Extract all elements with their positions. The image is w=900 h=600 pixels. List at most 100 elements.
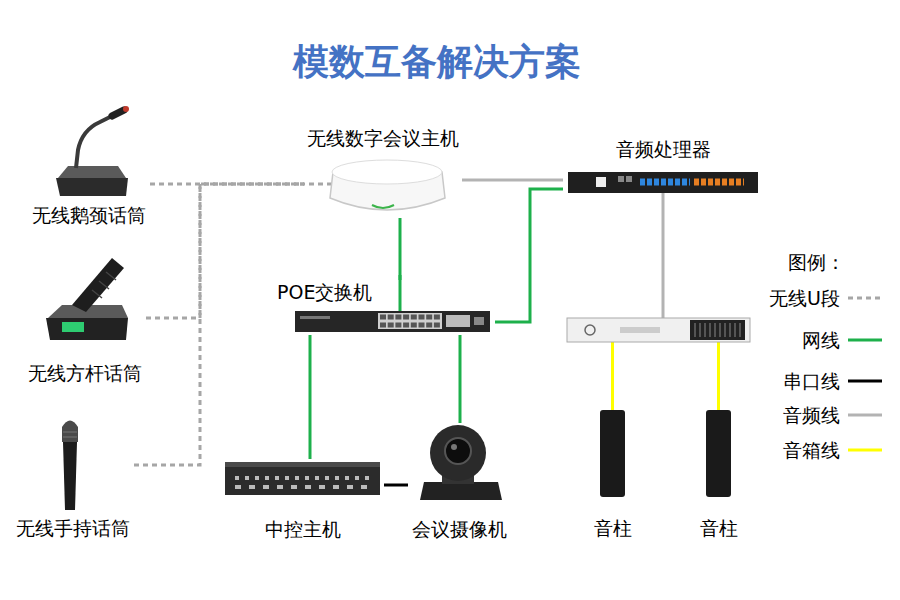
legend-text: 串口线 — [783, 369, 840, 393]
poe-switch-icon-part — [474, 317, 484, 325]
audio-processor-icon-part — [596, 177, 606, 187]
conference-host-icon-part — [332, 160, 442, 184]
legend-line-sample — [848, 449, 882, 452]
column-speaker-icon — [600, 410, 731, 497]
handheld-mic-icon-part — [63, 432, 77, 433]
camera-icon — [420, 425, 502, 500]
control-host-icon-part — [235, 476, 370, 480]
camera-icon-part — [430, 425, 486, 481]
poe-switch-icon — [295, 311, 490, 332]
camera-icon-part — [451, 444, 457, 450]
device-node: 无线手持话筒 — [12, 410, 134, 540]
camera-icon-part — [420, 482, 502, 500]
connector-line — [399, 218, 402, 280]
poe-switch-icon-part — [380, 315, 440, 320]
audio-processor-icon-part — [626, 176, 632, 182]
gooseneck-mic-icon-part — [112, 110, 124, 116]
audio-processor-icon-part — [694, 179, 744, 186]
control-host-icon-part — [225, 462, 380, 495]
legend-text: 音箱线 — [783, 438, 840, 462]
connector-line — [134, 184, 304, 465]
device-label: 无线鹅颈话筒 — [32, 203, 146, 227]
power-amplifier-icon-part — [690, 320, 745, 340]
gooseneck-mic-icon — [56, 106, 129, 196]
legend-line-sample — [848, 380, 882, 383]
device-label: 无线数字会议主机 — [307, 126, 459, 150]
conference-host-icon-part — [330, 161, 445, 210]
stick-mic-icon-part — [106, 272, 116, 280]
stick-mic-icon-part — [62, 322, 84, 332]
connector-line — [384, 484, 408, 487]
wire-stub-part — [399, 275, 402, 311]
connector-line — [495, 189, 563, 322]
control-host-icon-part — [235, 485, 370, 489]
connector-line — [459, 335, 462, 423]
legend-line-sample — [848, 414, 882, 417]
device-node: 音柱 — [696, 408, 741, 540]
power-amplifier-icon-part — [567, 318, 750, 342]
legend-text: 无线U段 — [769, 286, 840, 310]
conference-host-icon-part — [372, 205, 394, 208]
device-label: 中控主机 — [265, 517, 341, 541]
device-node: POE交换机 — [275, 280, 495, 335]
device-label: 音频处理器 — [616, 137, 711, 161]
audio-processor-icon-part — [618, 176, 624, 182]
legend-line-sample — [848, 297, 882, 300]
device-node: 无线方杆话筒 — [24, 250, 146, 385]
handheld-mic-icon-part — [62, 421, 78, 443]
stick-mic-icon-part — [72, 258, 124, 312]
device-node: 无线数字会议主机 — [304, 126, 462, 218]
device-node: 音频处理器 — [563, 137, 763, 197]
handheld-mic-icon-part — [63, 437, 77, 438]
gooseneck-mic-icon-part — [76, 114, 116, 168]
wire-stub-part — [717, 342, 720, 410]
device-label: POE交换机 — [277, 280, 372, 304]
poe-switch-icon-part — [380, 323, 440, 328]
stick-mic-icon — [46, 258, 128, 340]
wire-stub-part — [611, 342, 614, 410]
legend-text: 网线 — [802, 328, 840, 352]
audio-processor-icon-part — [640, 179, 690, 186]
gooseneck-mic-icon-part — [58, 166, 126, 178]
column-speaker-icon-part — [600, 410, 625, 497]
conference-host-icon — [330, 160, 445, 210]
column-speaker-icon-part — [706, 410, 731, 497]
power-amplifier-icon — [567, 318, 750, 342]
poe-switch-icon-part — [446, 315, 470, 327]
poe-switch-icon-part — [295, 311, 490, 332]
device-node: 音柱 — [590, 408, 635, 540]
wire-stub-part — [300, 183, 334, 186]
device-node: 会议摄像机 — [408, 423, 510, 541]
device-label: 无线方杆话筒 — [28, 361, 142, 385]
connector-line — [309, 335, 312, 459]
handheld-mic-icon — [62, 421, 78, 511]
stick-mic-icon-part — [99, 281, 109, 289]
control-host-icon — [225, 462, 380, 495]
audio-processor-icon-part — [568, 172, 758, 193]
gooseneck-mic-icon-part — [56, 178, 128, 196]
gooseneck-mic-icon-part — [123, 106, 129, 112]
audio-processor-icon — [568, 172, 758, 193]
control-host-icon-part — [225, 462, 380, 467]
diagram-title: 模数互备解决方案 — [0, 38, 874, 86]
device-node: 中控主机 — [222, 459, 384, 541]
poe-switch-icon-part — [300, 316, 330, 319]
legend-line-sample — [848, 339, 882, 342]
connector-line — [462, 179, 563, 182]
stick-mic-icon-part — [92, 290, 102, 298]
device-label: 会议摄像机 — [412, 517, 507, 541]
device-label: 音柱 — [594, 516, 632, 540]
camera-icon-part — [445, 438, 471, 464]
device-label: 音柱 — [700, 516, 738, 540]
power-amplifier-icon-part — [585, 325, 595, 335]
legend-heading: 图例： — [788, 250, 845, 274]
power-amplifier-icon-part — [694, 323, 742, 337]
poe-switch-icon-part — [378, 313, 442, 329]
power-amplifier-icon-part — [620, 327, 660, 333]
legend-text: 音频线 — [783, 403, 840, 427]
wire-stub-part — [662, 193, 665, 318]
handheld-mic-icon-part — [63, 442, 77, 510]
